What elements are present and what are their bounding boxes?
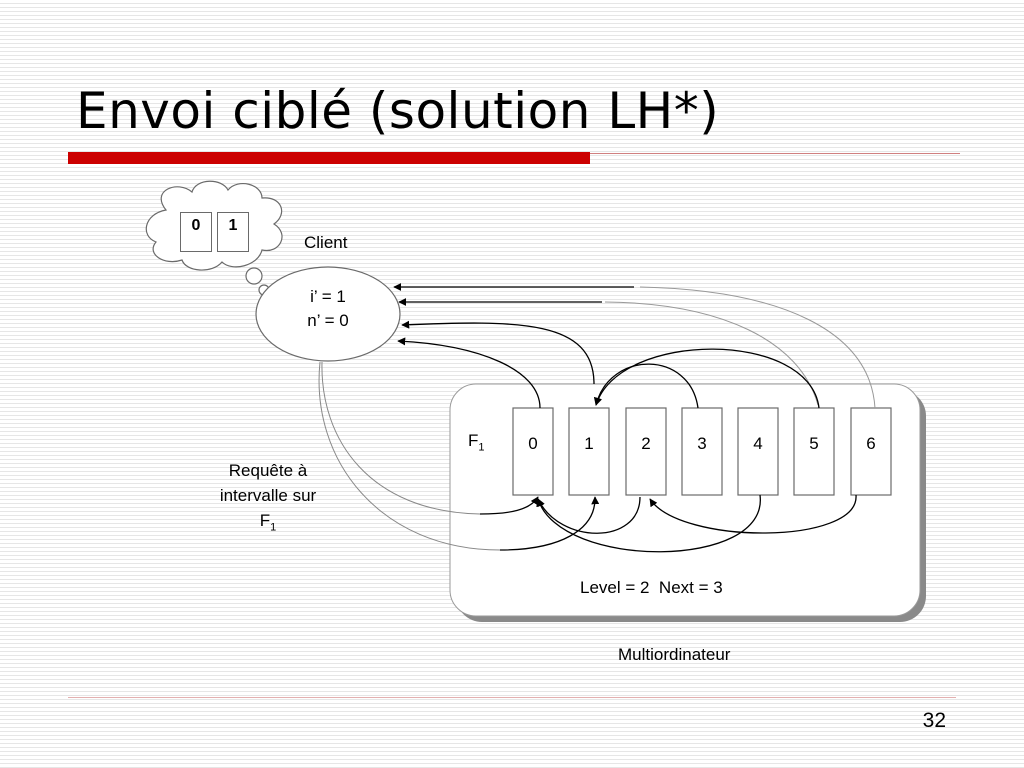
reply-arrow-4 [397,337,541,409]
bucket-label-5: 5 [809,434,819,453]
client-n-prime: n’ = 0 [307,311,349,330]
bucket-box-2 [625,407,667,496]
file-label-letter: F [468,431,479,450]
file-label: F1 [468,431,485,453]
request-file: F1 [188,508,348,540]
bucket-box-5 [793,407,835,496]
page-number: 32 [922,709,946,732]
bucket-box-6 [850,407,892,496]
thought-bubble-large [245,267,263,285]
client-i-prime: i’ = 1 [310,287,346,306]
request-arc-bucket-0 [321,361,481,515]
forward-arcs-top [593,348,820,409]
bucket-label-4: 4 [753,434,763,453]
bucket-boxes [512,407,892,496]
request-file-index: 1 [270,521,277,534]
bucket-label-0: 0 [528,434,538,453]
file-label-index: 1 [478,441,485,454]
bucket-label-6: 6 [866,434,876,453]
multicomputer-label: Multiordinateur [618,645,731,664]
thought-cloud [145,180,283,296]
forward-arcs-bottom [479,494,857,553]
bucket-box-1 [568,407,610,496]
footer-divider [68,697,956,698]
title-accent-bar [68,152,590,164]
title-underline [590,153,960,154]
bucket-label-1: 1 [584,434,594,453]
request-arc-bucket-1 [318,361,501,551]
client-node [255,266,401,362]
bucket-box-4 [737,407,779,496]
image-bit-1: 1 [217,212,249,252]
reply-arrow-3 [401,320,595,385]
request-label: Requête à intervalle sur F1 [188,458,348,540]
request-file-letter: F [259,511,271,530]
bucket-label-3: 3 [697,434,707,453]
level-next-label: Level = 2 Next = 3 [580,578,723,597]
reply-arrows [393,283,634,409]
bucket-box-3 [681,407,723,496]
image-bit-0: 0 [180,212,212,252]
client-label: Client [304,233,348,252]
bucket-box-0 [512,407,554,496]
request-line-1: Requête à [228,461,308,480]
request-line-2: intervalle sur [219,486,317,505]
bucket-label-2: 2 [641,434,651,453]
slide-title: Envoi ciblé (solution LH*) [76,82,720,140]
